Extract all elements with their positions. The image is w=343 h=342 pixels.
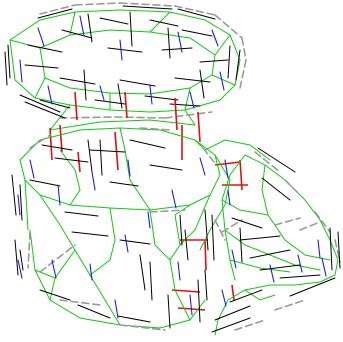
wireframe-figure [0,0,343,342]
wireframe-svg [0,0,343,342]
background [0,0,343,342]
